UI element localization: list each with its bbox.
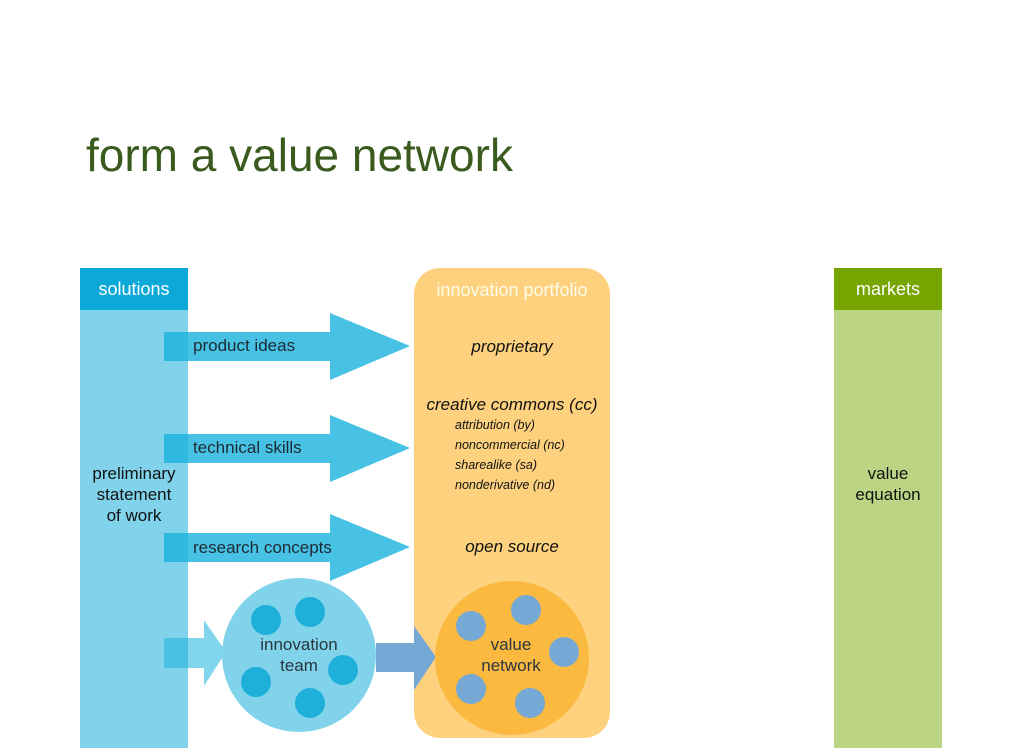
value-network-label-line: network <box>481 656 541 675</box>
markets-body-line: equation <box>855 485 921 504</box>
value-network-members <box>456 595 579 718</box>
cc-subitem: nonderivative (nd) <box>455 478 556 492</box>
arrow-technical-skills <box>164 415 410 482</box>
markets-column: markets value equation <box>834 268 942 748</box>
team-member-dot <box>251 605 281 635</box>
arrow-to-innovation-team <box>164 620 226 686</box>
team-member-dot <box>241 667 271 697</box>
innovation-team-members <box>241 597 358 718</box>
portfolio-item-proprietary: proprietary <box>471 337 553 356</box>
portfolio-header: innovation portfolio <box>436 279 588 300</box>
portfolio-item-open-source: open source <box>465 537 559 556</box>
solutions-body-line: preliminary <box>92 464 176 483</box>
value-network-label-line: value <box>490 635 532 654</box>
team-member-dot <box>328 655 358 685</box>
solutions-header: solutions <box>80 268 188 310</box>
network-member-dot <box>456 611 486 641</box>
network-member-dot <box>549 637 579 667</box>
innovation-team-label: innovation team <box>239 634 359 676</box>
network-member-dot <box>456 674 486 704</box>
arrow-to-value-network <box>376 626 436 690</box>
innovation-team-label-line: team <box>280 656 318 675</box>
network-member-dot <box>511 595 541 625</box>
slide-title: form a value network <box>86 129 513 181</box>
innovation-team-label-line: innovation <box>260 635 338 654</box>
team-member-dot <box>295 688 325 718</box>
cc-subitem: attribution (by) <box>455 418 535 432</box>
arrow-product-ideas <box>164 313 410 380</box>
arrow-label-product-ideas: product ideas <box>193 336 296 355</box>
network-member-dot <box>515 688 545 718</box>
solutions-body-line: statement <box>96 485 172 504</box>
portfolio-item-creative-commons: creative commons (cc) <box>426 395 598 414</box>
solutions-body-line: of work <box>106 506 162 525</box>
arrow-research-concepts <box>164 514 410 581</box>
value-network-label: value network <box>451 634 571 676</box>
markets-body-line: value <box>867 464 909 483</box>
cc-subitem: sharealike (sa) <box>455 458 537 472</box>
cc-subitems: attribution (by) noncommercial (nc) shar… <box>455 415 565 495</box>
markets-body: value equation <box>834 463 942 505</box>
solutions-body: preliminary statement of work <box>80 463 188 526</box>
arrow-label-technical-skills: technical skills <box>193 438 302 457</box>
cc-subitem: noncommercial (nc) <box>455 438 565 452</box>
arrow-label-research-concepts: research concepts <box>193 538 332 557</box>
team-member-dot <box>295 597 325 627</box>
markets-header: markets <box>834 268 942 310</box>
